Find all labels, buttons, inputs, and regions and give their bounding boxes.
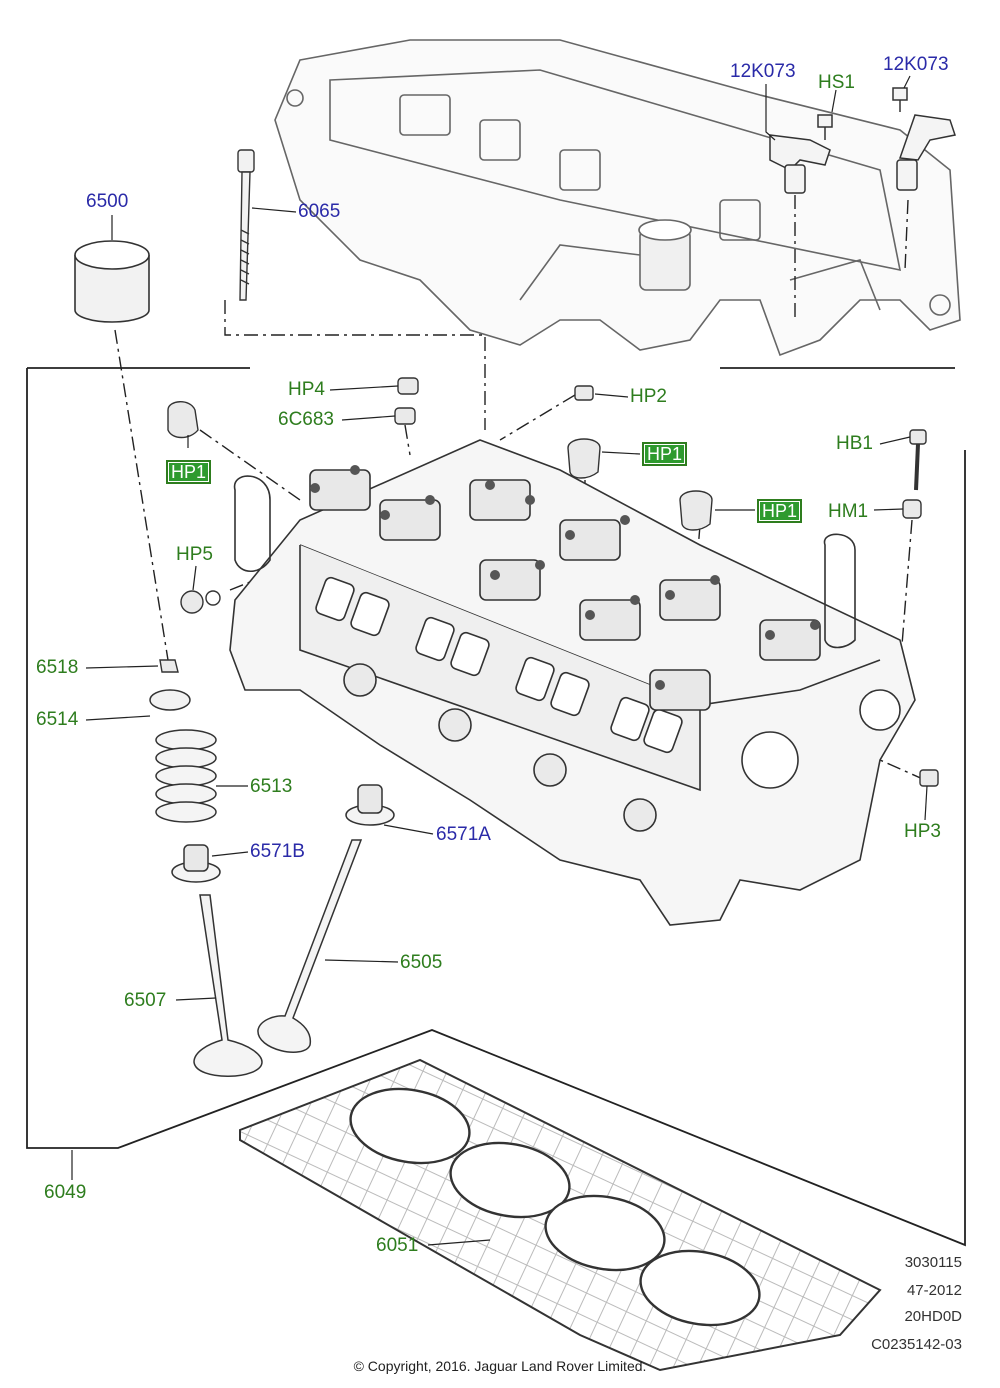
callout-6514[interactable]: 6514 xyxy=(36,709,79,730)
callout-6518[interactable]: 6518 xyxy=(36,657,79,678)
callout-6051[interactable]: 6051 xyxy=(376,1235,419,1256)
callout-hb1[interactable]: HB1 xyxy=(836,433,873,454)
dowel-hm1 xyxy=(902,499,922,519)
plug-hp1-left xyxy=(167,401,199,439)
copyright-notice: © Copyright, 2016. Jaguar Land Rover Lim… xyxy=(353,1358,647,1374)
callout-hs1[interactable]: HS1 xyxy=(818,72,855,93)
valve-6505 xyxy=(257,839,363,1053)
collet-6518 xyxy=(159,659,179,673)
callout-hp2[interactable]: HP2 xyxy=(630,386,667,407)
hs1-bolt xyxy=(817,114,833,140)
callout-12k073-right[interactable]: 12K073 xyxy=(883,54,949,75)
camshaft-sensor-left xyxy=(769,134,831,194)
callout-hp1-left[interactable]: HP1 xyxy=(166,460,212,484)
tappet-6500 xyxy=(74,240,150,323)
seal-6c683 xyxy=(394,407,416,425)
callout-hp1-right[interactable]: HP1 xyxy=(757,499,803,523)
callout-6500[interactable]: 6500 xyxy=(86,191,129,212)
callout-6049[interactable]: 6049 xyxy=(44,1182,87,1203)
valve-stem-seal-6571a xyxy=(345,784,395,826)
spring-retainer-6514 xyxy=(149,689,191,711)
cam-cover xyxy=(274,39,961,357)
callout-hp3[interactable]: HP3 xyxy=(904,821,941,842)
drawing-ref-4: C0235142-03 xyxy=(871,1336,962,1353)
callout-hp1-middle[interactable]: HP1 xyxy=(642,442,688,466)
plug-hp5 xyxy=(180,590,204,614)
callout-hp5[interactable]: HP5 xyxy=(176,544,213,565)
callout-12k073-left[interactable]: 12K073 xyxy=(730,61,796,82)
plug-hp1-right xyxy=(679,490,713,531)
plug-hp1-middle xyxy=(567,438,601,479)
drawing-ref-3: 20HD0D xyxy=(904,1308,962,1325)
drawing-ref-1: 3030115 xyxy=(904,1254,962,1271)
callout-6505[interactable]: 6505 xyxy=(400,952,443,973)
callout-hm1[interactable]: HM1 xyxy=(828,501,869,522)
plug-hp4 xyxy=(397,377,419,395)
callout-hp4[interactable]: HP4 xyxy=(288,379,325,400)
assembly-boundary xyxy=(26,368,966,1247)
head-gasket-6051 xyxy=(239,1058,882,1372)
callout-6507[interactable]: 6507 xyxy=(124,990,167,1011)
camshaft-sensor-right xyxy=(892,87,956,191)
plug-hp2 xyxy=(574,385,594,401)
valve-6507 xyxy=(193,894,263,1077)
valve-stem-seal-6571b xyxy=(171,844,221,883)
bolt-hb1 xyxy=(909,429,927,445)
cylinder-head xyxy=(229,439,916,926)
callout-6c683[interactable]: 6C683 xyxy=(278,409,334,430)
drawing-ref-2: 47-2012 xyxy=(906,1282,962,1299)
head-bolt-6065 xyxy=(237,149,255,301)
callout-6571b[interactable]: 6571B xyxy=(250,841,305,862)
callout-6513[interactable]: 6513 xyxy=(250,776,293,797)
plug-hp3 xyxy=(919,769,939,787)
valve-spring-6513 xyxy=(155,729,217,823)
callout-6065[interactable]: 6065 xyxy=(298,201,341,222)
callout-6571a[interactable]: 6571A xyxy=(436,824,491,845)
